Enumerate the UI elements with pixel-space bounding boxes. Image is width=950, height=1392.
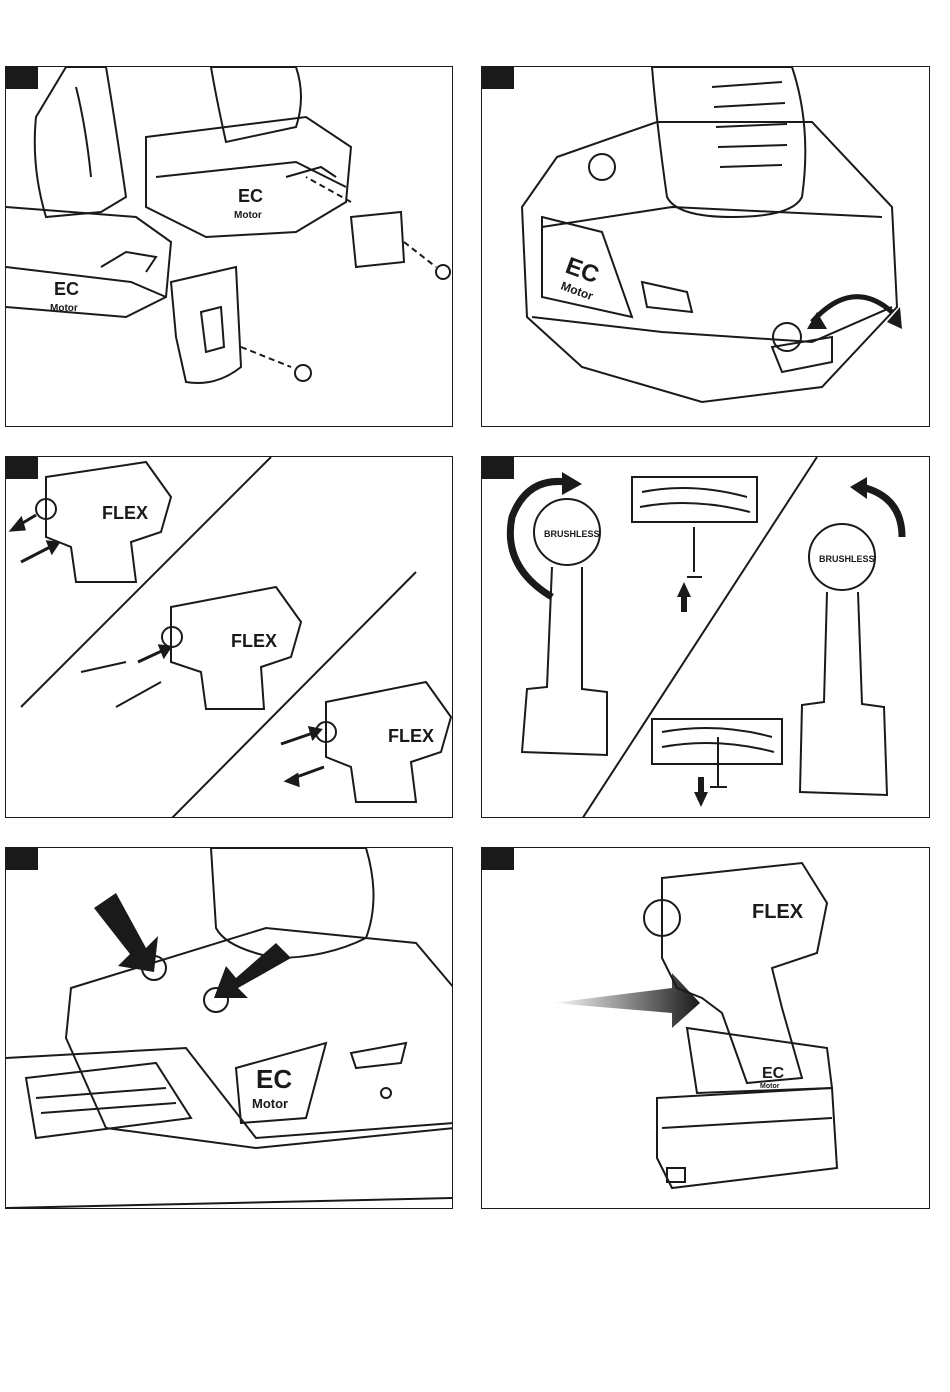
ec-logo-text: EC	[256, 1064, 292, 1094]
panel-rotation-direction: BRUSHLESS BRUSHLESS	[481, 456, 930, 818]
panel-mounting-hooks: EC Motor EC Motor	[5, 66, 453, 427]
mode-buttons-illustration: EC Motor	[6, 848, 453, 1209]
bit-insertion-illustration: FLEX FLEX FLEX	[6, 457, 453, 818]
ec-logo-text-left: EC	[54, 279, 79, 299]
motor-logo-text-left: Motor	[50, 303, 78, 314]
brand-logo-text: FLEX	[752, 901, 804, 923]
panel-bit-insertion: FLEX FLEX FLEX	[5, 456, 453, 818]
belt-hook-illustration: EC Motor EC Motor	[6, 67, 453, 427]
ec-logo-text: EC	[762, 1065, 785, 1082]
motor-logo-text: Motor	[760, 1083, 780, 1090]
panel-trigger-usage: FLEX EC Motor	[481, 847, 930, 1209]
motor-logo-text-right: Motor	[234, 210, 262, 221]
ec-logo-text-right: EC	[238, 186, 263, 206]
brand-logo-text-3: FLEX	[388, 726, 434, 746]
brand-logo-text-1: FLEX	[102, 503, 148, 523]
panel-mode-buttons: EC Motor	[5, 847, 453, 1209]
rotation-direction-illustration: BRUSHLESS BRUSHLESS	[482, 457, 930, 818]
brushless-label-left: BRUSHLESS	[544, 529, 600, 539]
trigger-usage-illustration: FLEX EC Motor	[482, 848, 930, 1209]
motor-logo-text: Motor	[252, 1096, 288, 1111]
brushless-label-right: BRUSHLESS	[819, 554, 875, 564]
panel-direction-selector: EC Motor	[481, 66, 930, 427]
press-trigger-arrow	[552, 973, 700, 1028]
brand-logo-text-2: FLEX	[231, 631, 277, 651]
direction-selector-illustration: EC Motor	[482, 67, 930, 427]
